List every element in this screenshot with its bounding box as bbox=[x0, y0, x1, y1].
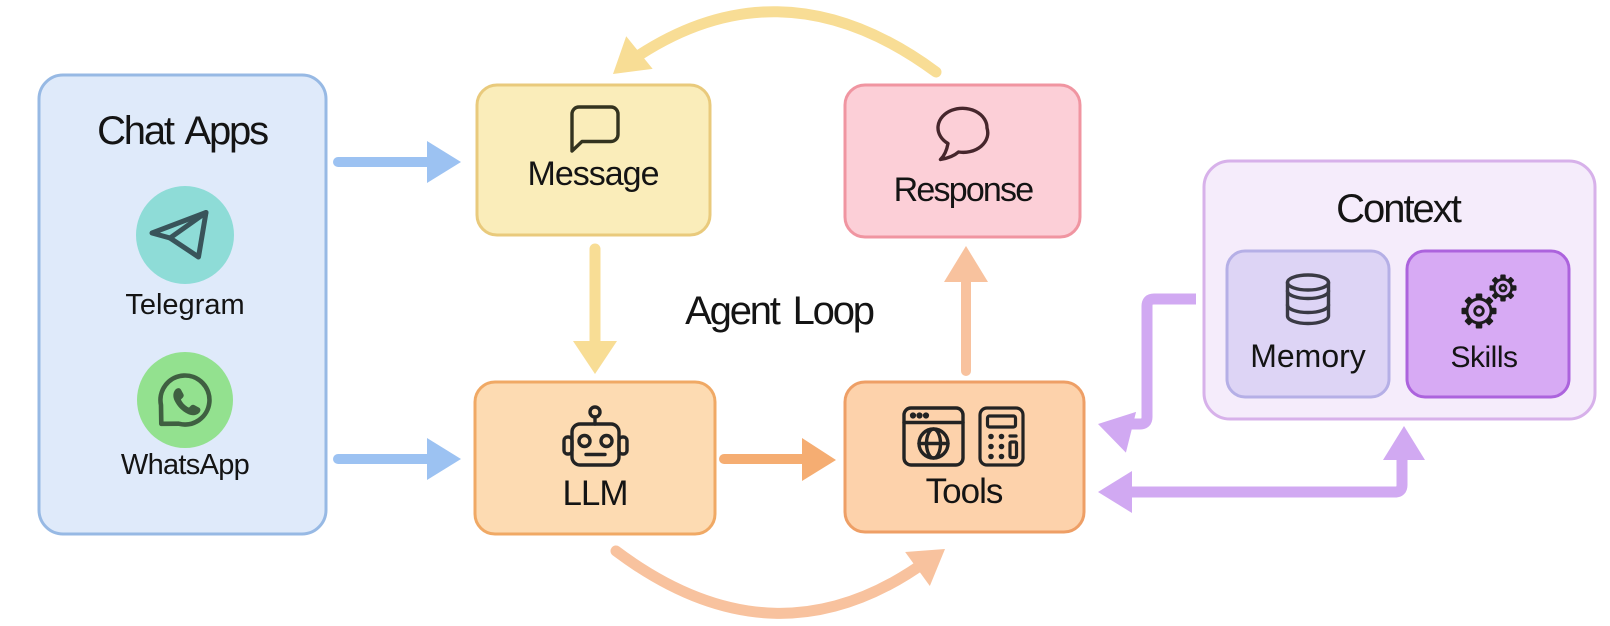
svg-text:Skills: Skills bbox=[1450, 341, 1517, 374]
svg-text:Response: Response bbox=[894, 171, 1034, 209]
svg-text:Chat Apps: Chat Apps bbox=[97, 109, 268, 153]
svg-text:WhatsApp: WhatsApp bbox=[121, 449, 249, 481]
svg-text:Telegram: Telegram bbox=[125, 289, 244, 321]
svg-text:Tools: Tools bbox=[926, 472, 1003, 511]
svg-text:Agent Loop: Agent Loop bbox=[685, 289, 874, 333]
svg-text:Memory: Memory bbox=[1250, 338, 1366, 374]
svg-text:Message: Message bbox=[528, 155, 659, 193]
svg-text:LLM: LLM bbox=[562, 474, 627, 513]
svg-text:Context: Context bbox=[1336, 187, 1462, 231]
